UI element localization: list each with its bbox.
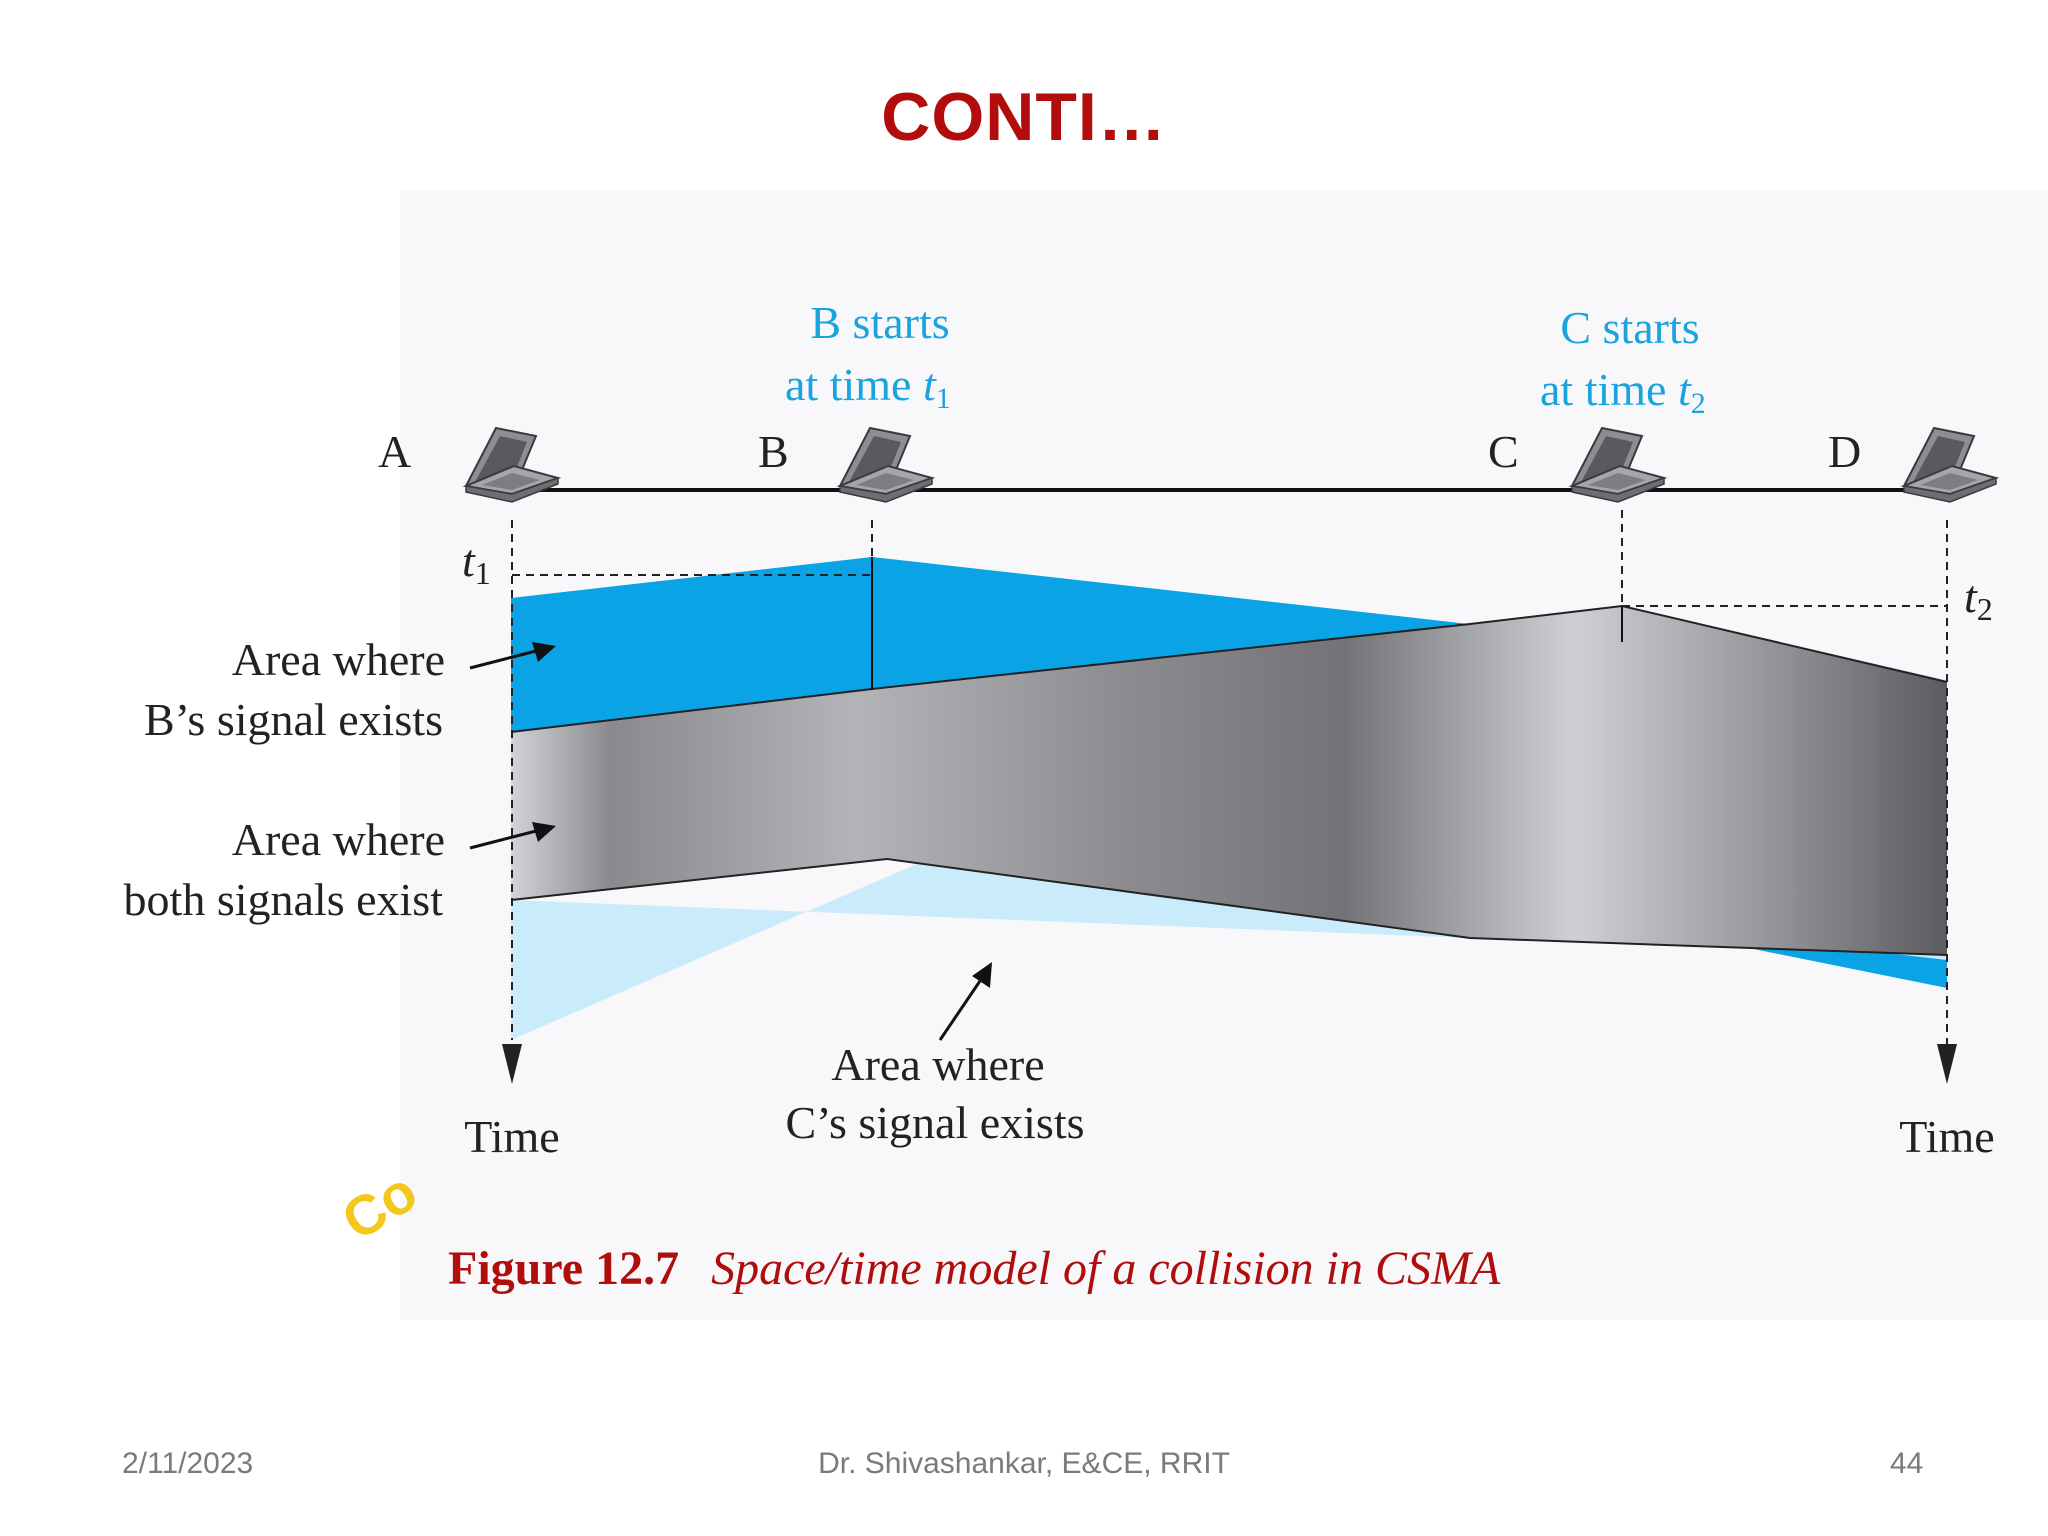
slide-title: CONTI…: [881, 79, 1167, 155]
b-starts-line2: at time t1: [785, 359, 951, 415]
area-b-label-line2: B’s signal exists: [144, 694, 443, 745]
laptop-icon-d: [1903, 427, 1997, 503]
area-both-label-line2: both signals exist: [124, 874, 444, 925]
watermark-fragment: Co: [331, 1159, 428, 1252]
c-starts-line2: at time t2: [1540, 364, 1706, 420]
node-label-c: C: [1488, 426, 1519, 477]
footer-author: Dr. Shivashankar, E&CE, RRIT: [818, 1447, 1230, 1480]
time-arrow-right: [1937, 1044, 1957, 1084]
area-b-arrow: [532, 642, 556, 662]
node-label-a: A: [378, 426, 411, 477]
footer-page-number: 44: [1890, 1447, 1924, 1480]
area-both-label-line1: Area where: [232, 814, 445, 865]
area-b-label-line1: Area where: [232, 634, 445, 685]
time-arrow-left: [502, 1044, 522, 1084]
area-both-arrow: [532, 822, 556, 842]
t1-label: t1: [462, 535, 491, 591]
time-label-right: Time: [1899, 1111, 1994, 1162]
footer-date: 2/11/2023: [122, 1447, 254, 1480]
figure-caption: Figure 12.7 Space/time model of a collis…: [448, 1242, 1501, 1295]
node-label-b: B: [758, 426, 789, 477]
both-signals-area: [511, 606, 1947, 955]
t2-label: t2: [1964, 571, 1993, 627]
time-label-left: Time: [464, 1111, 559, 1162]
area-c-label-line2: C’s signal exists: [785, 1097, 1084, 1148]
b-starts-line1: B starts: [810, 297, 949, 348]
c-starts-line1: C starts: [1560, 302, 1699, 353]
node-label-d: D: [1828, 426, 1861, 477]
area-c-arrow: [972, 962, 992, 988]
area-c-label-line1: Area where: [831, 1039, 1044, 1090]
